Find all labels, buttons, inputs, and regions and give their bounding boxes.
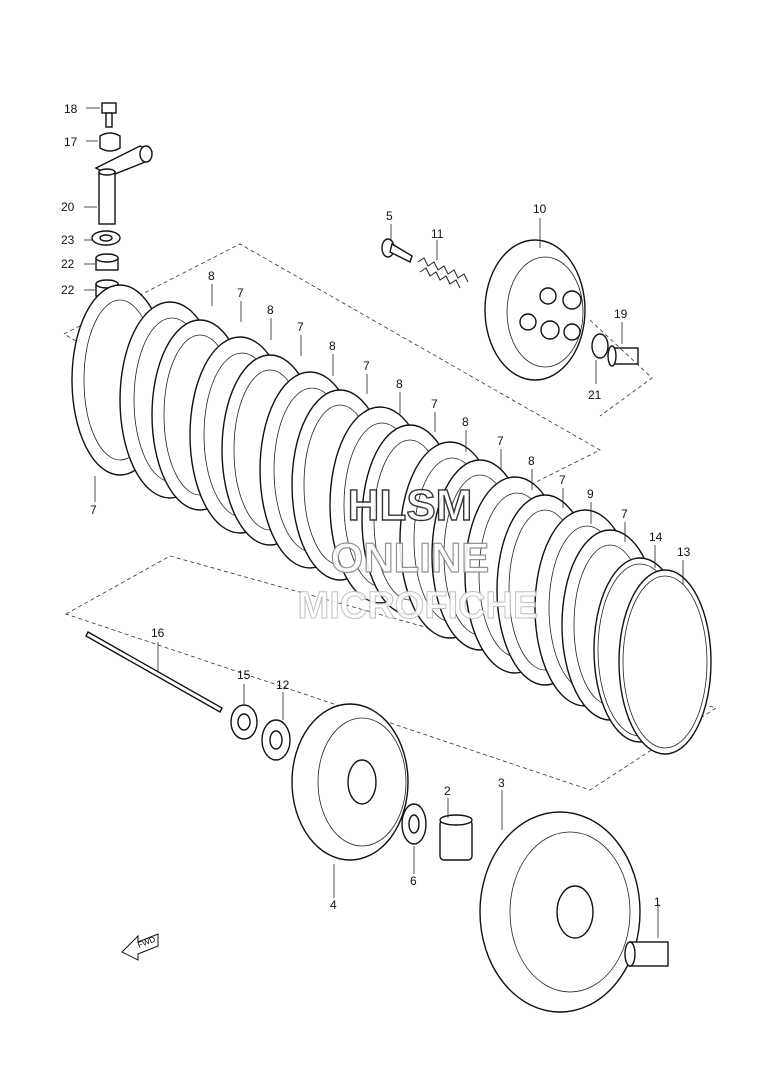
watermark-line-3: MICROFICHE bbox=[298, 585, 539, 627]
callout-8d: 8 bbox=[396, 377, 403, 391]
primary-driven-gear-3 bbox=[479, 790, 641, 1013]
bolt-5 bbox=[381, 224, 413, 263]
callout-8a: 8 bbox=[208, 269, 215, 283]
callout-22a: 22 bbox=[61, 257, 75, 271]
callout-10: 10 bbox=[533, 202, 547, 216]
nut-15 bbox=[230, 684, 258, 740]
callout-7c: 7 bbox=[363, 359, 370, 373]
watermark-line-2: ONLINE bbox=[331, 534, 490, 581]
callout-7e: 7 bbox=[497, 434, 504, 448]
callout-14: 14 bbox=[649, 530, 663, 544]
callout-22b: 22 bbox=[61, 283, 75, 297]
spring-11 bbox=[417, 240, 469, 289]
pressure-plate-10 bbox=[484, 218, 586, 381]
lifter-frame bbox=[589, 319, 653, 417]
callout-11: 11 bbox=[431, 227, 444, 241]
callout-12: 12 bbox=[276, 678, 290, 692]
upper-plate-frame bbox=[63, 243, 601, 541]
callout-5: 5 bbox=[386, 209, 393, 223]
callout-23: 23 bbox=[61, 233, 75, 247]
lifter-19 bbox=[607, 322, 639, 367]
callout-18: 18 bbox=[64, 102, 78, 116]
bolt-18 bbox=[86, 102, 117, 128]
callout-16: 16 bbox=[151, 626, 165, 640]
callout-7f: 7 bbox=[559, 473, 566, 487]
needle-bearing-2 bbox=[439, 798, 473, 861]
spacer-1 bbox=[624, 904, 669, 967]
bearing-22a bbox=[84, 253, 119, 271]
callout-labels: 18 17 20 23 22 22 5 11 10 19 21 8 7 8 7 … bbox=[61, 102, 691, 912]
callout-20: 20 bbox=[61, 200, 75, 214]
callout-1: 1 bbox=[654, 895, 661, 909]
callout-8c: 8 bbox=[329, 339, 336, 353]
callout-3: 3 bbox=[498, 776, 505, 790]
forward-direction-arrow: FWD bbox=[121, 933, 159, 961]
sleeve-hub-4 bbox=[291, 703, 409, 898]
callout-9: 9 bbox=[587, 487, 594, 501]
callout-21: 21 bbox=[588, 388, 602, 402]
push-rod-16 bbox=[85, 631, 223, 713]
callout-17: 17 bbox=[64, 135, 78, 149]
callout-leaders bbox=[94, 284, 684, 584]
callout-4: 4 bbox=[330, 898, 337, 912]
callout-7a: 7 bbox=[237, 286, 244, 300]
seal-23 bbox=[84, 230, 121, 246]
watermark-line-1: HLSM bbox=[348, 481, 473, 530]
watermark: HLSM ONLINE MICROFICHE bbox=[297, 480, 539, 627]
callout-8f: 8 bbox=[528, 454, 535, 468]
seat-ring-13 bbox=[618, 569, 712, 755]
callout-13: 13 bbox=[677, 545, 691, 559]
release-arm-20 bbox=[84, 145, 153, 225]
clip-17 bbox=[86, 132, 121, 152]
clutch-plate-stack bbox=[71, 284, 712, 755]
thrust-washer-6 bbox=[401, 803, 427, 874]
callout-7h: 7 bbox=[90, 503, 97, 517]
callout-7g: 7 bbox=[621, 507, 628, 521]
callout-15: 15 bbox=[237, 668, 251, 682]
lock-washer-12 bbox=[261, 692, 291, 761]
callout-6: 6 bbox=[410, 874, 417, 888]
callout-7b: 7 bbox=[297, 320, 304, 334]
callout-19: 19 bbox=[614, 307, 628, 321]
bearing-21 bbox=[591, 333, 609, 384]
callout-8b: 8 bbox=[267, 303, 274, 317]
callout-7d: 7 bbox=[431, 397, 438, 411]
callout-2: 2 bbox=[444, 784, 451, 798]
lower-plate-frame bbox=[65, 555, 717, 791]
callout-8e: 8 bbox=[462, 415, 469, 429]
